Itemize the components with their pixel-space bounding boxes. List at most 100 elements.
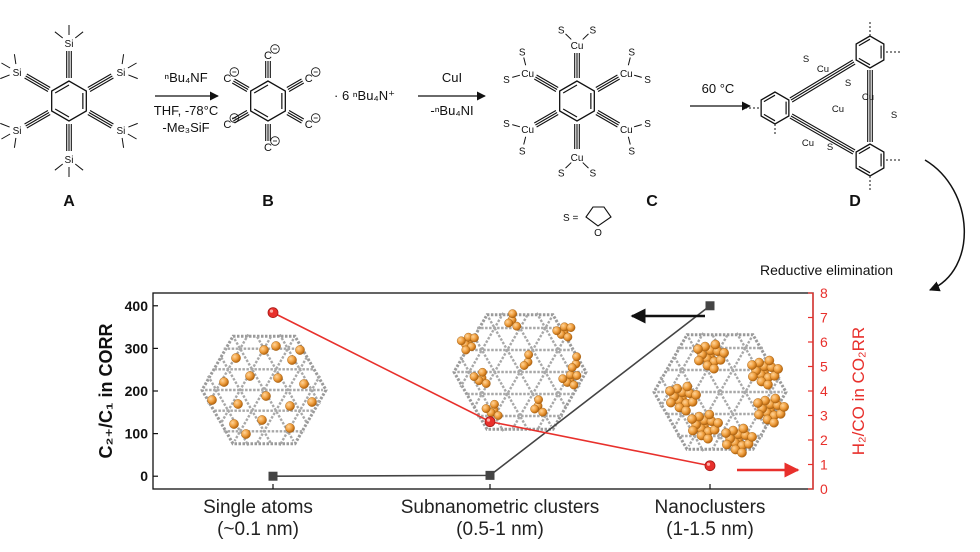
svg-text:C: C [264, 142, 272, 154]
y-right-tick-label: 8 [820, 285, 828, 301]
svg-text:S: S [845, 78, 851, 89]
svg-text:Cu: Cu [620, 125, 633, 136]
y-right-tick-label: 5 [820, 359, 828, 375]
svg-text:C: C [264, 50, 272, 62]
point-left-series [268, 471, 278, 481]
category-label-1: Single atoms (~0.1 nm) [178, 497, 338, 541]
point-left-series [705, 301, 715, 311]
svg-text:S: S [519, 146, 526, 157]
y-axis-right-title: H₂/CO in CO₂RR [849, 327, 868, 455]
compound-c-ring [559, 80, 595, 122]
svg-text:Cu: Cu [571, 153, 584, 164]
y-right-tick-label: 6 [820, 334, 828, 350]
inset-nanoclusters [652, 332, 789, 458]
step2-byproduct: -ⁿBu₄NI [430, 103, 473, 118]
svg-text:S: S [558, 168, 565, 179]
svg-text:C: C [223, 73, 231, 85]
svg-text:S: S [644, 119, 651, 130]
svg-text:Si: Si [117, 126, 126, 137]
step1-condition-2: -Me₃SiF [162, 120, 209, 135]
svg-text:S: S [827, 142, 833, 153]
svg-text:Si: Si [13, 126, 22, 137]
inset-subnanometric-clusters [452, 309, 588, 432]
svg-text:S: S [589, 26, 596, 37]
svg-text:S: S [503, 119, 510, 130]
svg-text:Si: Si [117, 68, 126, 79]
y-left-tick-label: 100 [125, 426, 149, 442]
y-left-tick-label: 200 [125, 383, 149, 399]
thf-oxygen: O [594, 228, 602, 239]
y-left-tick-label: 300 [125, 340, 149, 356]
category-label-2: Subnanometric clusters (0.5-1 nm) [380, 497, 620, 541]
y-axis-left-title: C₂₊/C₁ in CORR [96, 324, 116, 459]
compound-d-ring-2 [855, 143, 885, 177]
compound-a-ring [51, 80, 87, 122]
category-name: Subnanometric clusters [400, 497, 600, 518]
svg-text:S: S [628, 48, 635, 59]
chart-plot: 0 100 200 300 400 0 1 2 3 4 5 6 7 8 [125, 285, 828, 497]
svg-text:Si: Si [65, 155, 74, 166]
category-name: Single atoms [203, 497, 313, 518]
y-right-tick-label: 3 [820, 408, 828, 424]
point-right-series [704, 460, 716, 472]
step2-reagent: CuI [442, 70, 462, 85]
y-right-tick-label: 7 [820, 310, 828, 326]
reductive-elimination-label: Reductive elimination [760, 262, 893, 278]
y-left-tick-label: 0 [140, 468, 148, 484]
step1-reagent: ⁿBu₄NF [164, 70, 207, 85]
svg-text:Cu: Cu [802, 138, 814, 149]
label-compound-a: A [63, 193, 75, 210]
svg-text:Cu: Cu [832, 104, 844, 115]
y-right-tick-label: 0 [820, 481, 828, 497]
category-size: (~0.1 nm) [217, 519, 299, 540]
label-compound-b: B [262, 193, 274, 210]
point-highlight [706, 462, 711, 466]
svg-text:S: S [644, 75, 651, 86]
solvent-key: S = [563, 213, 578, 224]
step1-condition-1: THF, -78°C [154, 103, 218, 118]
svg-text:Si: Si [65, 39, 74, 50]
compound-b: C C C C C C [223, 44, 321, 154]
svg-text:Cu: Cu [817, 64, 829, 75]
reductive-elimination-arrow [924, 159, 965, 292]
svg-text:S: S [589, 168, 596, 179]
svg-text:Cu: Cu [571, 41, 584, 52]
step3-conditions: 60 °C [702, 81, 735, 96]
step2-counterion: · 6 ⁿBu₄N⁺ [334, 88, 395, 103]
y-left-tick-label: 400 [125, 298, 149, 314]
svg-text:S: S [519, 48, 526, 59]
y-right-tick-label: 1 [820, 457, 828, 473]
y-right-tick-label: 2 [820, 432, 828, 448]
thf-ring [585, 206, 612, 227]
inset-single-atoms [200, 333, 328, 447]
compound-d-ring-1 [855, 35, 885, 69]
svg-text:Si: Si [13, 68, 22, 79]
svg-text:S: S [628, 146, 635, 157]
point-left-series [485, 470, 495, 480]
compound-b-ring [250, 80, 286, 122]
svg-text:C: C [305, 73, 313, 85]
point-right-series [484, 416, 496, 428]
svg-text:S: S [503, 75, 510, 86]
svg-text:Cu: Cu [862, 92, 874, 103]
svg-text:Cu: Cu [620, 69, 633, 80]
point-highlight [486, 418, 491, 422]
svg-text:Cu: Cu [521, 69, 534, 80]
svg-text:C: C [223, 119, 231, 131]
point-highlight [269, 309, 274, 313]
svg-text:Cu: Cu [521, 125, 534, 136]
y-right-tick-label: 4 [820, 383, 828, 399]
category-name: Nanoclusters [654, 497, 766, 518]
svg-text:S: S [803, 54, 809, 65]
cluster-insets [200, 309, 789, 458]
label-compound-d: D [849, 193, 861, 210]
svg-text:S: S [558, 26, 565, 37]
point-right-series [267, 307, 279, 319]
category-size: (1-1.5 nm) [666, 519, 754, 540]
compound-d-ring-0 [760, 91, 790, 125]
svg-text:C: C [305, 119, 313, 131]
